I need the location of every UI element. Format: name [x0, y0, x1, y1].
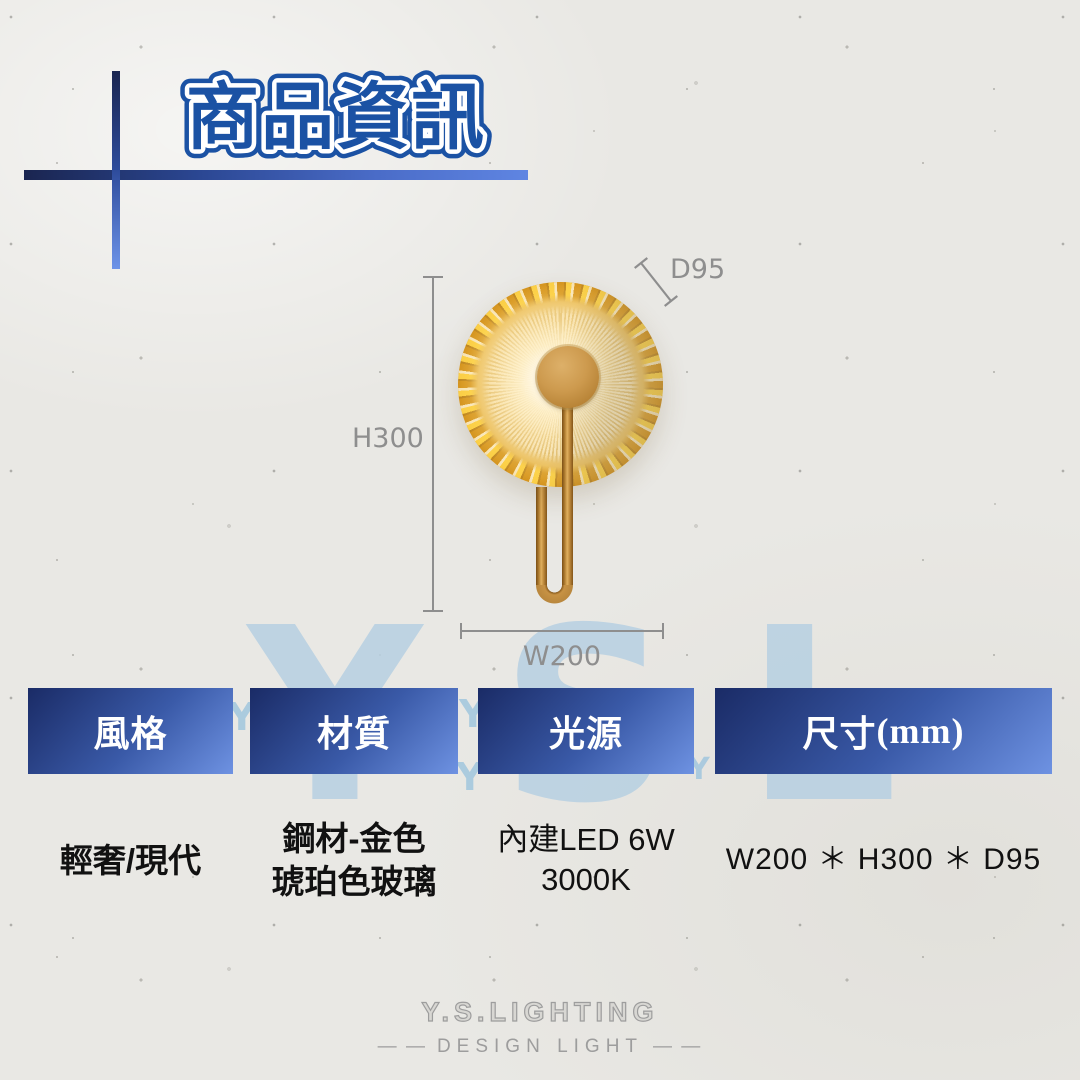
spec-header-label: 材質	[316, 713, 391, 754]
spec-column-light-source: 光源 內建LED 6W 3000K	[478, 688, 694, 946]
spec-header-dimensions: 尺寸(mm)	[715, 688, 1052, 774]
page-title: 商品資訊 商品資訊 商品資訊	[177, 66, 493, 168]
spec-value-line: 內建LED 6W	[497, 822, 675, 857]
spec-value-line: 琥珀色玻璃	[271, 863, 437, 900]
header-accent-horizontal-bar	[24, 170, 528, 180]
spec-value-style: 輕奢/現代	[28, 774, 233, 946]
svg-text:商品資訊: 商品資訊	[186, 75, 486, 160]
lamp-light-glow	[458, 282, 663, 487]
svg-text:商品資訊: 商品資訊	[186, 75, 486, 160]
lamp-center-gold-disc	[537, 346, 599, 408]
dimension-line-width	[460, 623, 664, 639]
dimension-label-depth: D95	[670, 254, 726, 285]
spec-header-material: 材質	[250, 688, 458, 774]
svg-text:商品資訊: 商品資訊	[186, 75, 486, 160]
spec-column-material: 材質 鋼材-金色 琥珀色玻璃	[250, 688, 458, 946]
tagline-dash-left: — —	[377, 1036, 427, 1057]
spec-value-dimensions: W200 ＊ H300 ＊ D95	[715, 774, 1052, 946]
brand-tagline: — — DESIGN LIGHT — —	[0, 1036, 1080, 1058]
lamp-arm-right-tube	[562, 398, 573, 585]
spec-value-line: 輕奢/現代	[59, 841, 202, 879]
spec-value-line: 鋼材-金色	[282, 820, 426, 857]
spec-value-line: W200 ＊ H300 ＊ D95	[725, 843, 1042, 876]
spec-header-light-source: 光源	[478, 688, 694, 774]
spec-header-style: 風格	[28, 688, 233, 774]
lamp-glass-shade	[458, 282, 663, 487]
spec-value-material: 鋼材-金色 琥珀色玻璃	[250, 774, 458, 946]
header-accent-vertical-bar	[112, 71, 120, 269]
dimension-label-height: H300	[352, 423, 424, 454]
dimension-line-height	[423, 276, 443, 612]
lamp-glass-shading	[458, 282, 663, 487]
brand-wordmark: Y.S.LIGHTING	[421, 996, 659, 1027]
spec-header-label: 光源	[548, 713, 623, 754]
spec-header-label: 尺寸	[802, 713, 877, 754]
spec-value-line: 3000K	[541, 862, 631, 897]
lamp-arm-left-tube	[536, 487, 547, 585]
spec-header-unit: (mm)	[876, 711, 965, 751]
spec-column-style: 風格 輕奢/現代	[28, 688, 233, 946]
lamp-glass-facet-ring	[458, 282, 663, 487]
lamp-glass-inner-fan	[476, 300, 645, 469]
spec-value-light-source: 內建LED 6W 3000K	[478, 774, 694, 946]
dimension-label-width: W200	[522, 641, 602, 672]
spec-column-dimensions: 尺寸(mm) W200 ＊ H300 ＊ D95	[715, 688, 1052, 946]
tagline-dash-right: — —	[653, 1036, 703, 1057]
tagline-text: DESIGN LIGHT	[436, 1036, 644, 1057]
spec-header-label: 風格	[93, 713, 168, 754]
